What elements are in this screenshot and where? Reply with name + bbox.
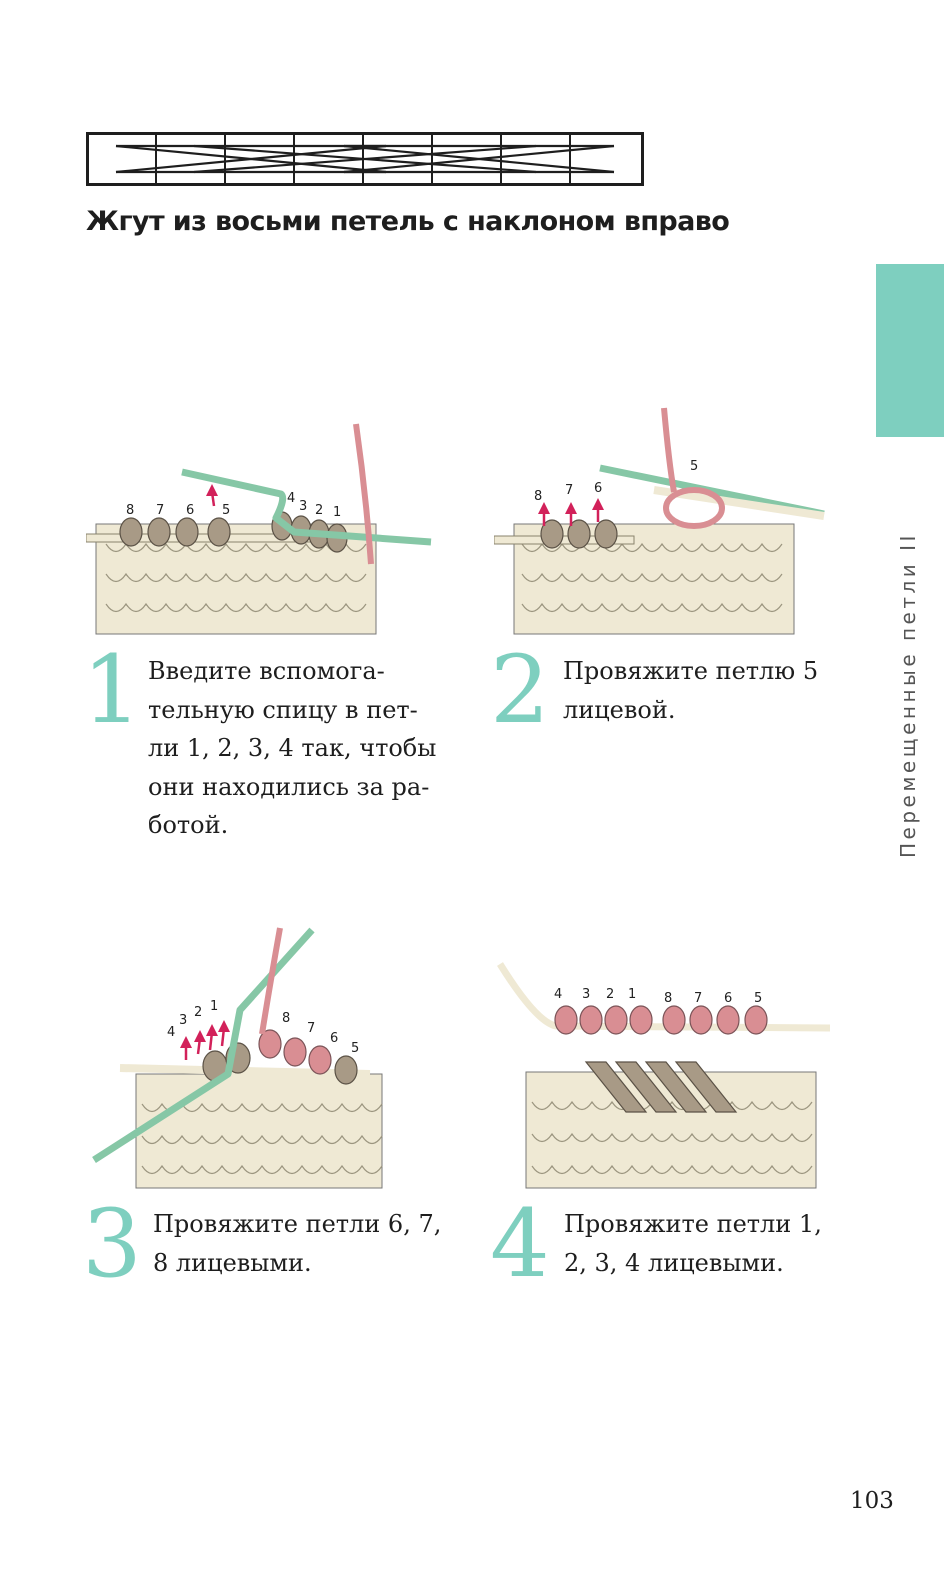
stitch-label: 8 bbox=[126, 503, 134, 518]
stitch-label: 6 bbox=[186, 503, 194, 518]
step-4-line: 2, 3, 4 лицевыми. bbox=[564, 1248, 784, 1277]
stitch-label: 6 bbox=[594, 481, 602, 496]
stitch-label: 1 bbox=[210, 999, 218, 1014]
stitch-label: 4 bbox=[167, 1025, 175, 1040]
stitch-label: 1 bbox=[628, 987, 636, 1002]
stitch-label: 1 bbox=[333, 505, 341, 520]
step-2-number: 2 bbox=[490, 636, 550, 745]
step-1-line: Введите вспомога- bbox=[148, 657, 385, 685]
stitch-label: 4 bbox=[287, 491, 295, 506]
cable-chart-symbol bbox=[86, 132, 644, 186]
section-side-label: Перемещенные петли II bbox=[896, 532, 920, 858]
page-title: Жгут из восьми петель с наклоном вправо bbox=[86, 206, 730, 237]
stitch-label: 2 bbox=[194, 1005, 202, 1020]
stitch-label: 2 bbox=[606, 987, 614, 1002]
stitch-label: 8 bbox=[282, 1011, 290, 1026]
step-4-line: Провяжите петли 1, bbox=[564, 1210, 822, 1238]
step-2-text: Провяжите петлю 5 лицевой. bbox=[563, 652, 818, 729]
step-3-line: 8 лицевыми. bbox=[153, 1248, 312, 1277]
stitch-label: 7 bbox=[565, 483, 573, 498]
page-number: 103 bbox=[850, 1488, 894, 1514]
step-4-number: 4 bbox=[490, 1190, 550, 1299]
stitch-label: 6 bbox=[330, 1031, 338, 1046]
stitch-label: 7 bbox=[694, 991, 702, 1006]
stitch-label: 7 bbox=[156, 503, 164, 518]
step-3-text: Провяжите петли 6, 7, 8 лицевыми. bbox=[153, 1205, 441, 1282]
stitch-label: 5 bbox=[351, 1041, 359, 1056]
step-1-line: они находились за ра- bbox=[148, 772, 430, 801]
step-1-text: Введите вспомога- тельную спицу в пет- л… bbox=[148, 652, 436, 845]
stitch-label: 3 bbox=[299, 499, 307, 514]
stitch-label: 8 bbox=[534, 489, 542, 504]
step-3-number: 3 bbox=[82, 1190, 142, 1299]
stitch-label: 7 bbox=[307, 1021, 315, 1036]
stitch-label: 6 bbox=[724, 991, 732, 1006]
section-tab bbox=[876, 264, 944, 437]
stitch-label: 5 bbox=[222, 503, 230, 518]
stitch-label: 5 bbox=[690, 459, 698, 474]
step-1-line: тельную спицу в пет- bbox=[148, 695, 418, 724]
step-2-illustration: 8 7 6 5 bbox=[494, 407, 825, 635]
step-3-line: Провяжите петли 6, 7, bbox=[153, 1210, 442, 1238]
step-4-text: Провяжите петли 1, 2, 3, 4 лицевыми. bbox=[564, 1205, 822, 1282]
step-1-number: 1 bbox=[82, 636, 142, 745]
stitch-label: 2 bbox=[315, 503, 323, 518]
stitch-label: 4 bbox=[554, 987, 562, 1002]
stitch-label: 5 bbox=[754, 991, 762, 1006]
step-2-line: лицевой. bbox=[563, 695, 676, 724]
step-4-illustration: 4 3 2 1 8 7 6 5 bbox=[497, 962, 831, 1189]
step-3-illustration: 4 3 2 1 8 7 6 5 bbox=[92, 927, 383, 1189]
stitch-label: 3 bbox=[582, 987, 590, 1002]
step-1-line: ли 1, 2, 3, 4 так, чтобы bbox=[148, 734, 437, 762]
stitch-label: 8 bbox=[664, 991, 672, 1006]
step-1-line: ботой. bbox=[148, 811, 229, 839]
stitch-label: 3 bbox=[179, 1013, 187, 1028]
step-2-line: Провяжите петлю 5 bbox=[563, 657, 819, 685]
step-1-illustration: 8 7 6 5 4 3 2 1 bbox=[86, 423, 432, 635]
